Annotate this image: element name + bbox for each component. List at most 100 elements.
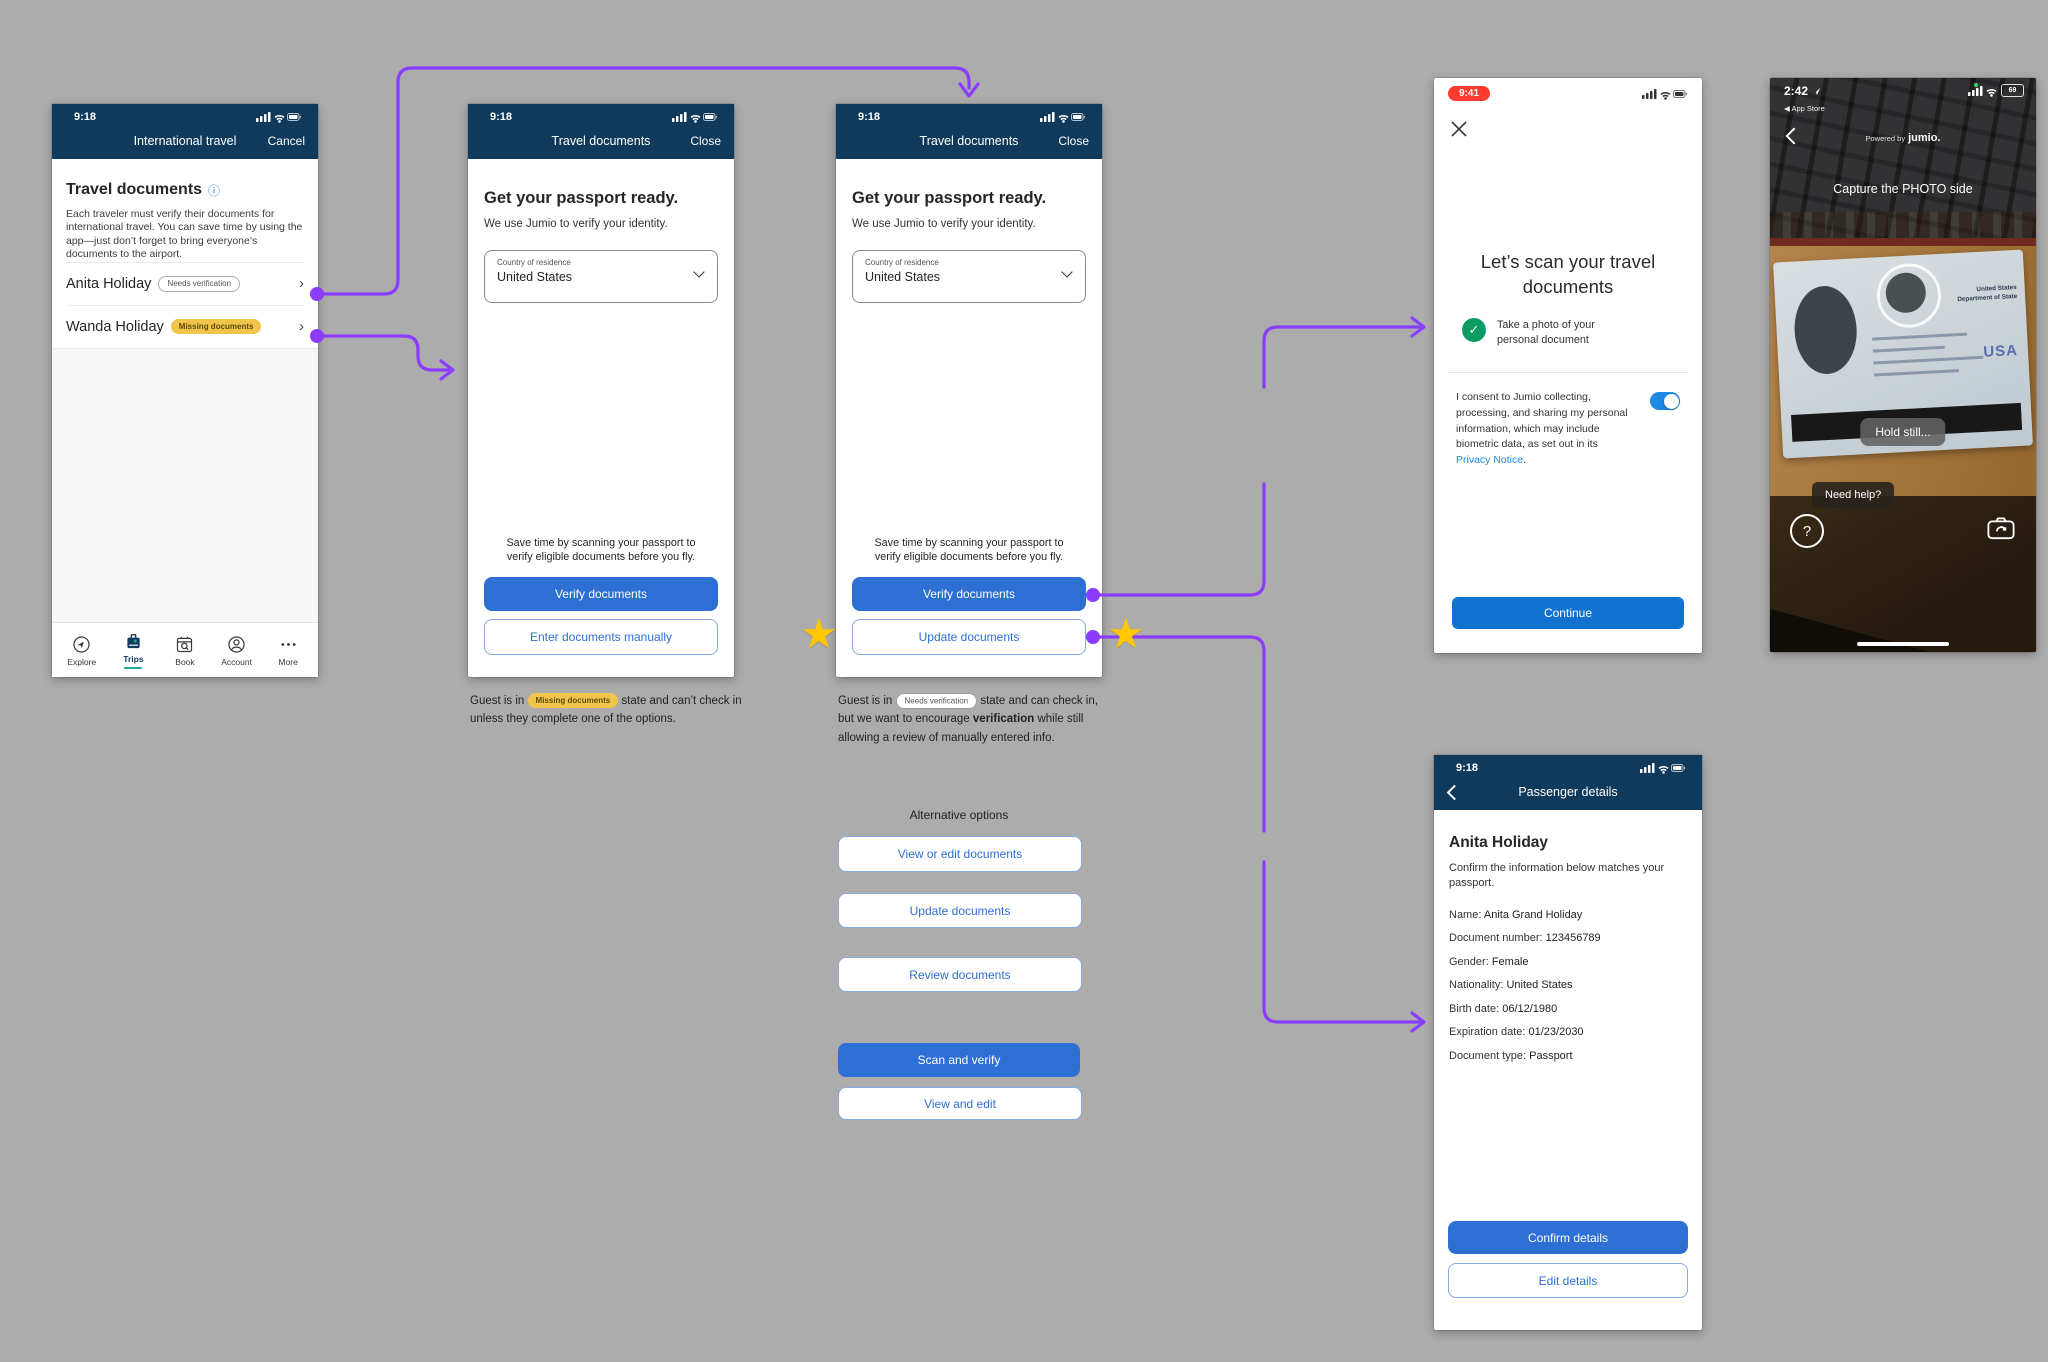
back-chevron-icon[interactable]: [1446, 784, 1463, 800]
page-subheading: We use Jumio to verify your identity.: [484, 218, 668, 230]
page-title: Travel documents: [66, 181, 203, 198]
page-heading: Get your passport ready.: [852, 189, 1047, 207]
caption-text: state and can’t check in unless they com…: [470, 695, 742, 726]
empty-area: [52, 347, 318, 622]
update-documents-button[interactable]: Update documents: [852, 619, 1086, 655]
app-store-label[interactable]: App Store: [1791, 104, 1825, 113]
update-documents-alt-button[interactable]: Update documents: [838, 893, 1082, 928]
enter-documents-manually-button[interactable]: Enter documents manually: [484, 619, 718, 655]
check-item-row: ✓ Take a photo of your personal document: [1462, 318, 1607, 348]
consent-body-text: I consent to Jumio collecting, processin…: [1456, 391, 1628, 451]
privacy-notice-link[interactable]: Privacy Notice: [1456, 454, 1524, 466]
field-label: Gender:: [1449, 955, 1489, 968]
arrow-update-to-details-b: [1262, 860, 1422, 1024]
close-button[interactable]: Close: [1058, 134, 1089, 148]
info-icon[interactable]: ⓘ: [208, 183, 221, 198]
nav-title: International travel: [133, 134, 237, 148]
select-value: United States: [865, 270, 941, 284]
view-and-edit-button[interactable]: View and edit: [838, 1087, 1082, 1120]
status-time: 9:18: [74, 111, 97, 123]
footer-note: Save time by scanning your passport to v…: [506, 536, 696, 564]
powered-by-label: Powered by: [1865, 134, 1906, 143]
traveler-row-anita[interactable]: Anita Holiday Needs verification ›: [66, 261, 304, 305]
divider: [1448, 372, 1688, 373]
issuer-line1: United States: [1976, 283, 2017, 294]
field-name: Name: Anita Grand Holiday: [1449, 909, 1687, 921]
signal-wifi-battery-icon: [1040, 112, 1085, 123]
field-value: 06/12/1980: [1502, 1002, 1558, 1015]
screen-passenger-details: 9:18 Passenger details Anita Holiday Con…: [1434, 755, 1702, 1330]
arrowhead-down: [958, 82, 980, 98]
tab-label: Account: [221, 656, 252, 667]
alternative-options-heading: Alternative options: [909, 808, 1009, 822]
nav-header: 9:18 Travel documents Close: [468, 104, 734, 159]
country-select[interactable]: Country of residence United States: [484, 250, 718, 303]
status-time: 9:18: [858, 111, 881, 123]
field-birth-date: Birth date: 06/12/1980: [1449, 1003, 1687, 1015]
tab-explore[interactable]: Explore: [60, 634, 104, 667]
issuer-line2: Department of State: [1957, 292, 2018, 303]
consent-body-text: .: [1523, 454, 1527, 466]
field-label: Expiration date:: [1449, 1026, 1526, 1039]
nav-title: Travel documents: [551, 134, 651, 148]
screen-travel-documents-needs-verification: 9:18 Travel documents Close Get your pas…: [836, 104, 1102, 677]
passport-usa-text: USA: [1982, 341, 2019, 361]
status-icons: [672, 111, 718, 123]
continue-button[interactable]: Continue: [1452, 597, 1684, 629]
camera-flip-button[interactable]: [1986, 516, 2016, 545]
confirm-details-button[interactable]: Confirm details: [1448, 1221, 1688, 1254]
edit-details-button[interactable]: Edit details: [1448, 1263, 1688, 1298]
review-documents-button[interactable]: Review documents: [838, 957, 1082, 992]
star-icon: ★: [800, 610, 838, 657]
tab-book[interactable]: Book: [163, 634, 207, 667]
tab-account[interactable]: Account: [215, 634, 259, 667]
traveler-row-wanda[interactable]: Wanda Holiday Missing documents ›: [66, 304, 304, 348]
scan-and-verify-button[interactable]: Scan and verify: [838, 1043, 1080, 1077]
consent-toggle[interactable]: [1650, 392, 1680, 410]
check-circle-icon: ✓: [1462, 318, 1486, 342]
status-time: 2:42: [1784, 84, 1809, 98]
arrowhead-right: [1410, 1011, 1426, 1033]
back-to-app-icon[interactable]: ◀: [1784, 104, 1790, 113]
caption-needs-verification: Guest is in Needs verification state and…: [838, 692, 1114, 747]
tab-trips[interactable]: Trips: [111, 631, 155, 670]
status-time: 9:18: [1456, 762, 1479, 774]
field-document-type: Document type: Passport: [1449, 1050, 1687, 1062]
arrowhead-right: [1410, 316, 1426, 338]
page-subheading: We use Jumio to verify your identity.: [852, 218, 1036, 230]
tab-more[interactable]: More: [266, 634, 310, 667]
view-or-edit-documents-button[interactable]: View or edit documents: [838, 836, 1082, 872]
verify-documents-button[interactable]: Verify documents: [852, 577, 1086, 611]
cancel-button[interactable]: Cancel: [267, 134, 305, 148]
traveler-name: Anita Holiday: [66, 275, 152, 292]
status-icons: [1642, 88, 1688, 100]
confirm-description: Confirm the information below matches yo…: [1449, 862, 1665, 890]
signal-wifi-battery-icon: [1642, 88, 1687, 100]
verify-documents-button[interactable]: Verify documents: [484, 577, 718, 611]
passport-photo-area: United States Department of State USA: [1770, 238, 2036, 496]
arrow-verify-to-jumio-b: [1262, 325, 1422, 389]
country-select[interactable]: Country of residence United States: [852, 250, 1086, 303]
camera-active-indicator: [1974, 83, 1978, 87]
close-icon[interactable]: [1450, 120, 1468, 143]
screen-body: Get your passport ready. We use Jumio to…: [836, 159, 1102, 677]
status-badge: Needs verification: [158, 275, 241, 292]
need-help-tooltip: Need help?: [1812, 482, 1895, 508]
home-indicator[interactable]: [1857, 642, 1949, 646]
status-time-badge: 9:41: [1448, 86, 1491, 101]
hold-still-toast: Hold still...: [1860, 418, 1946, 446]
more-icon: [281, 642, 296, 646]
status-bar: 9:41: [1434, 78, 1702, 101]
close-button[interactable]: Close: [690, 134, 721, 148]
screen-travel-documents-missing: 9:18 Travel documents Close Get your pas…: [468, 104, 734, 677]
help-button[interactable]: ?: [1790, 514, 1824, 548]
screen-body: Anita Holiday Confirm the information be…: [1434, 810, 1702, 1330]
status-badge: Missing documents: [170, 319, 262, 335]
passport-text-line: [1872, 332, 1968, 341]
screen-jumio-consent: 9:41 Let’s scan your travel documents ✓ …: [1434, 78, 1702, 653]
passport-issuer-text: United States Department of State: [1939, 284, 2018, 306]
passenger-name-heading: Anita Holiday: [1449, 834, 1549, 851]
